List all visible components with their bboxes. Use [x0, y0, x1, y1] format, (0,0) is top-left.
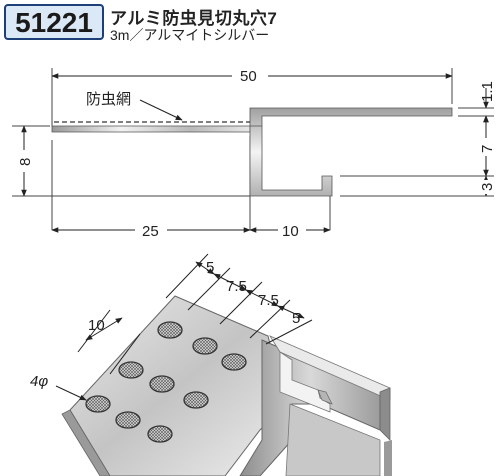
dim-left-height: 8	[17, 158, 34, 166]
mesh-label: 防虫網	[86, 91, 131, 108]
dim-left-width: 25	[142, 223, 159, 240]
mesh-holes	[85, 321, 247, 443]
dim-hole-pitch-1: 5	[206, 259, 214, 276]
dim-total-width: 50	[240, 68, 257, 85]
product-code-badge: 51221	[4, 4, 104, 40]
dim-hole-pitch-4: 5	[292, 310, 300, 327]
dim-row-pitch: 10	[88, 317, 105, 334]
perspective-view: 5 7.5 7.5 5 10 4φ	[30, 253, 392, 476]
dim-hole-pitch-3: 7.5	[258, 292, 279, 309]
dim-right-width: 10	[282, 223, 299, 240]
dim-lip: 3	[479, 183, 496, 191]
cross-section-view: 防虫網 50 25 10 8 1.1 7 3	[12, 66, 496, 240]
dim-hole-pitch-2: 7.5	[226, 278, 247, 295]
profile-section-shape	[51, 125, 251, 133]
product-title: アルミ防虫見切丸穴7	[110, 9, 278, 28]
dim-depth: 7	[479, 145, 496, 153]
dim-thickness: 1.1	[479, 81, 496, 102]
product-subtitle: 3m／アルマイトシルバー	[110, 27, 270, 43]
dim-hole-diameter: 4φ	[30, 373, 48, 390]
